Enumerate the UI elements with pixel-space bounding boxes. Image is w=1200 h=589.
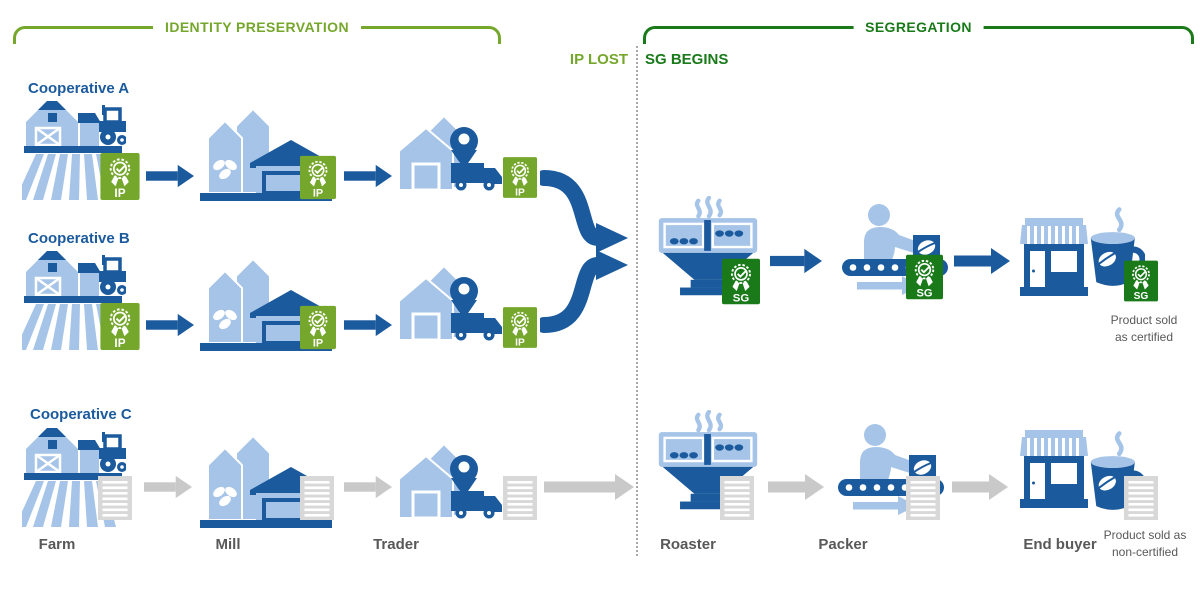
trader-icon — [398, 440, 514, 528]
identity-preservation-label: IDENTITY PRESERVATION — [153, 19, 361, 35]
stage-label-trader: Trader — [373, 536, 419, 553]
storefront-icon — [1020, 218, 1088, 300]
ip-lost-label: IP LOST — [569, 51, 628, 68]
flow-arrow-icon — [768, 474, 824, 500]
merge-arrows-icon — [540, 170, 628, 333]
flow-arrow-icon — [954, 248, 1010, 274]
flow-arrow-icon — [144, 474, 192, 500]
document-icon — [300, 476, 334, 520]
document-icon — [1124, 476, 1158, 520]
stage-label-packer: Packer — [818, 536, 868, 553]
segregation-label: SEGREGATION — [853, 19, 984, 35]
identity-preservation-bracket: IDENTITY PRESERVATION — [13, 19, 501, 44]
ip-badge — [300, 305, 336, 350]
storefront-icon — [1020, 430, 1088, 512]
ip-badge — [503, 305, 537, 350]
sg-badge — [1124, 258, 1158, 304]
trader-icon — [398, 262, 514, 350]
document-icon — [503, 476, 537, 520]
cooperative-b-label: Cooperative B — [28, 230, 130, 247]
ip-badge — [300, 155, 336, 200]
phase-divider-dotted-line — [636, 46, 638, 556]
stage-label-farm: Farm — [38, 536, 76, 553]
document-icon — [906, 476, 940, 520]
flow-arrow-icon — [146, 163, 194, 189]
segregation-bracket: SEGREGATION — [643, 19, 1194, 44]
flow-arrow-icon — [952, 474, 1008, 500]
flow-arrow-icon — [770, 248, 822, 274]
stage-label-mill: Mill — [215, 536, 241, 553]
cooperative-a-label: Cooperative A — [28, 80, 130, 97]
ip-badge — [100, 303, 140, 350]
ip-badge — [100, 153, 140, 200]
flow-arrow-icon — [344, 312, 392, 338]
sg-badge — [722, 258, 760, 305]
document-icon — [98, 476, 132, 520]
ip-badge — [503, 155, 537, 200]
document-icon — [720, 476, 754, 520]
flow-arrow-icon — [344, 474, 392, 500]
sg-begins-label: SG BEGINS — [645, 51, 729, 68]
flow-arrow-icon — [544, 474, 634, 500]
stage-label-roaster: Roaster — [660, 536, 716, 553]
cooperative-c-label: Cooperative C — [30, 406, 132, 423]
sg-badge — [906, 254, 943, 300]
stage-label-end-buyer: End buyer — [1023, 536, 1097, 553]
trader-icon — [398, 112, 514, 200]
flow-arrow-icon — [146, 312, 194, 338]
non-certified-note: Product sold as non-certified — [1103, 528, 1187, 559]
certified-note: Product sold as certified — [1110, 313, 1178, 344]
flow-arrow-icon — [344, 163, 392, 189]
